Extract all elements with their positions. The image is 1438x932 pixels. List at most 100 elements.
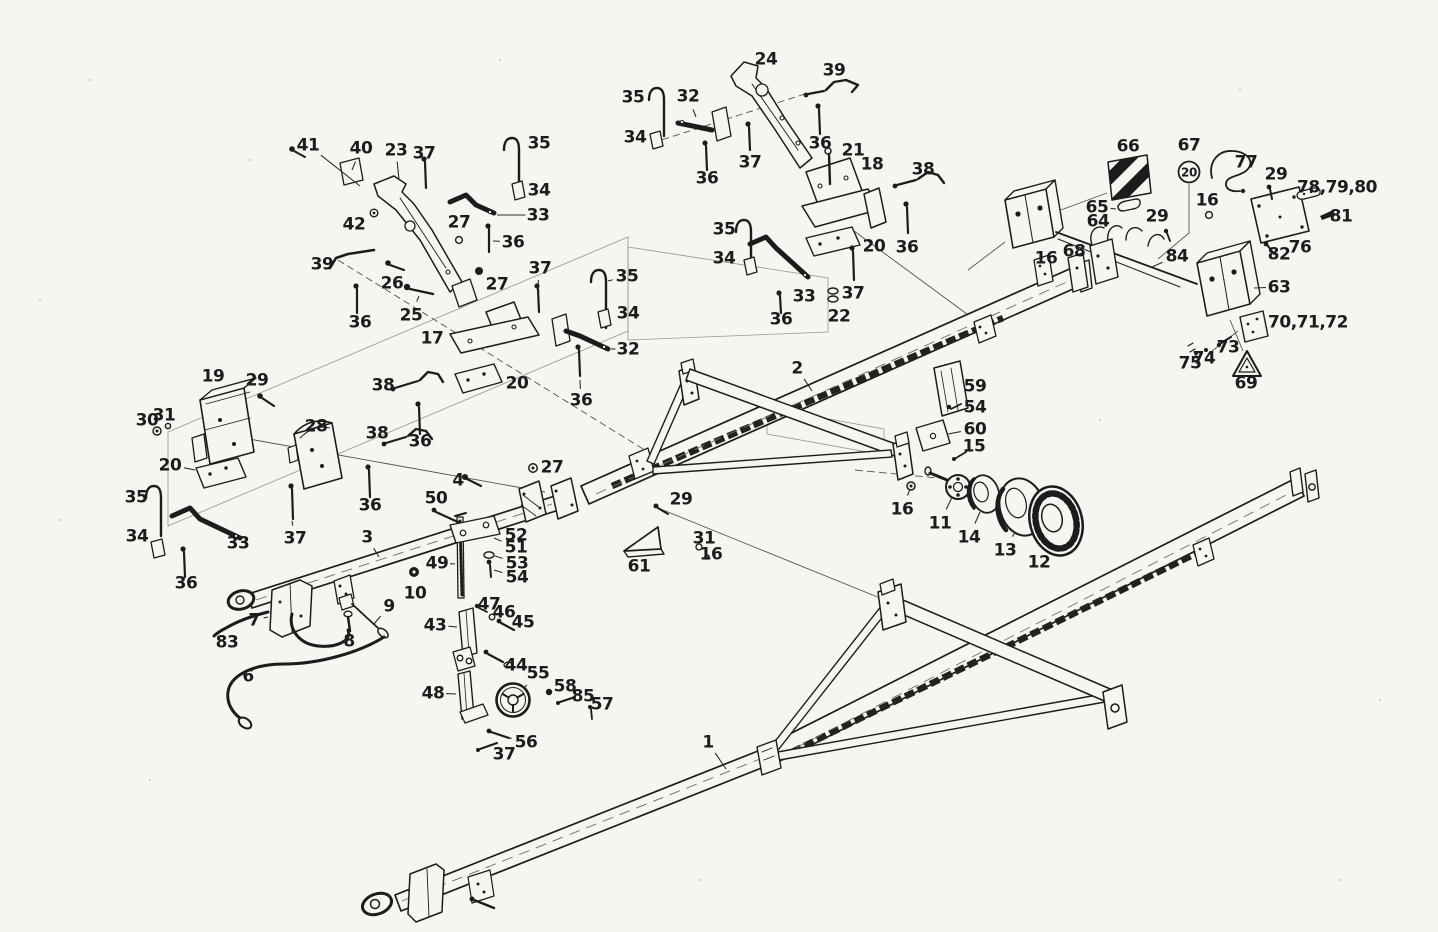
part-label-36: 36 [896, 238, 919, 258]
part-label-78-79-80: 78,79,80 [1297, 178, 1378, 198]
part-label-83: 83 [216, 633, 239, 653]
guard-59 [933, 360, 969, 417]
part-label-2: 2 [791, 359, 802, 379]
bolt-54 [489, 564, 492, 578]
part-label-54: 54 [506, 568, 529, 588]
bracket-20b [805, 226, 861, 257]
part-label-36: 36 [570, 391, 593, 411]
j-hook-35b [589, 268, 608, 330]
lower-frame-beam-1 [360, 467, 1320, 923]
part-label-66: 66 [1117, 137, 1140, 157]
part-label-51: 51 [505, 538, 528, 558]
part-label-36: 36 [809, 134, 832, 154]
wedge-61 [623, 526, 662, 552]
part-label-35: 35 [125, 488, 148, 508]
wiring-64 [1147, 233, 1165, 247]
part-label-36: 36 [502, 233, 525, 253]
plate-40 [339, 157, 364, 186]
bolt-54w [950, 403, 962, 410]
part-label-38: 38 [366, 424, 389, 444]
clip-34e [150, 538, 166, 559]
part-label-35: 35 [616, 267, 639, 287]
clip-34b [597, 308, 612, 329]
part-label-39: 39 [311, 255, 334, 275]
bolt-47 [478, 607, 488, 613]
leader-line [906, 488, 911, 496]
part-label-34: 34 [126, 527, 149, 547]
paper-speckles [39, 59, 1381, 881]
leader-line [1011, 531, 1016, 537]
part-label-29: 29 [670, 490, 693, 510]
part-label-9: 9 [383, 597, 394, 617]
jack-wheel-55 [495, 682, 531, 718]
strap-33b [747, 234, 811, 280]
leader-line [493, 569, 503, 574]
leader-line [505, 736, 512, 739]
warning-triangle-icon [1232, 350, 1262, 377]
part-label-22: 22 [828, 307, 851, 327]
part-label-10: 10 [404, 584, 427, 604]
washer-27b [475, 267, 483, 275]
part-label-39: 39 [823, 61, 846, 81]
wire-pin-38c [406, 427, 434, 441]
rocker-assembly-right [647, 61, 946, 315]
leader-line [1151, 261, 1163, 268]
part-label-60: 60 [964, 420, 987, 440]
cable-83 [212, 610, 270, 638]
part-label-45: 45 [512, 613, 535, 633]
part-label-36: 36 [175, 574, 198, 594]
leader-line [537, 279, 540, 285]
a-frame-brace-right [652, 449, 893, 475]
part-label-20: 20 [506, 374, 529, 394]
leader-line [803, 378, 813, 392]
part-label-65: 65 [1086, 198, 1109, 218]
part-label-25: 25 [400, 306, 423, 326]
nut-58 [545, 688, 553, 696]
leader-line [945, 496, 953, 510]
part-label-81: 81 [1330, 207, 1353, 227]
part-label-28: 28 [305, 417, 328, 437]
part-label-29: 29 [1146, 207, 1169, 227]
bolt-29c [1166, 232, 1171, 242]
bolt-82 [1267, 245, 1275, 255]
part-label-77: 77 [1235, 153, 1258, 173]
part-label-35: 35 [713, 220, 736, 240]
part-label-12: 12 [1028, 553, 1051, 573]
bolt-15 [955, 451, 967, 459]
part-label-31: 31 [153, 406, 176, 426]
part-label-36: 36 [770, 310, 793, 330]
part-label-84: 84 [1166, 247, 1189, 267]
part-label-53: 53 [506, 554, 529, 574]
leader-line [373, 547, 380, 558]
cable-6-curl [289, 612, 351, 648]
plate-68 [1067, 252, 1089, 293]
part-label-26: 26 [381, 274, 404, 294]
bolt-73 [1220, 336, 1232, 344]
bolt-25 [408, 287, 435, 296]
pin-45 [499, 621, 516, 632]
part-label-38: 38 [372, 376, 395, 396]
part-label-36: 36 [696, 169, 719, 189]
nut-74 [1204, 348, 1208, 352]
leader-line [523, 684, 528, 689]
part-label-4: 4 [452, 471, 464, 491]
part-label-33: 33 [527, 206, 550, 226]
part-label-42: 42 [343, 215, 366, 235]
part-label-1: 1 [702, 733, 713, 753]
part-label-43: 43 [424, 616, 447, 636]
washer-16w [909, 484, 913, 488]
part-label-56: 56 [515, 733, 538, 753]
part-label-3: 3 [361, 528, 372, 548]
cable-6 [226, 635, 386, 722]
part-label-76: 76 [1289, 238, 1312, 258]
part-label-16: 16 [1035, 249, 1058, 269]
circled-label-ring [1177, 160, 1201, 184]
part-label-34: 34 [617, 304, 640, 324]
part-label-34: 34 [713, 249, 736, 269]
bolt-37e [290, 487, 295, 521]
part-label-37: 37 [493, 745, 516, 765]
bolt-29m [657, 507, 669, 515]
